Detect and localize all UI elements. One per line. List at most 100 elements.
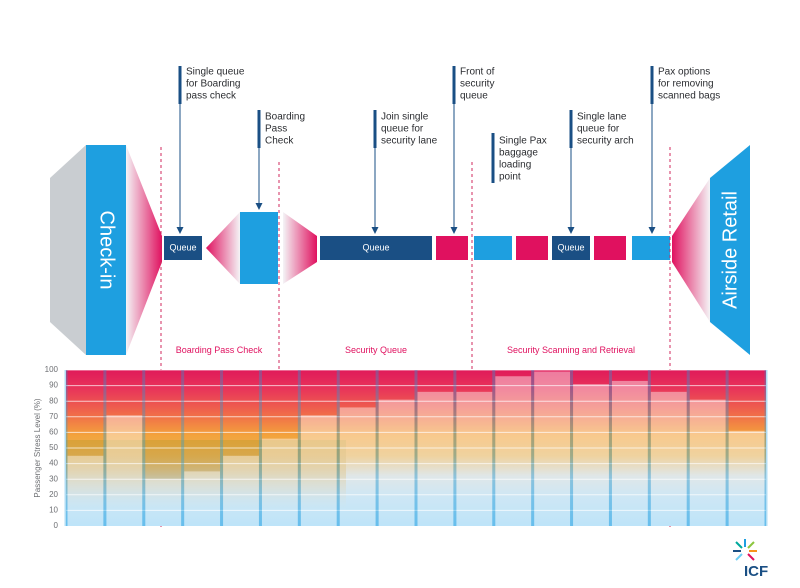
stress-bar xyxy=(456,391,493,526)
stress-bar xyxy=(495,376,532,526)
y-tick-label: 30 xyxy=(49,474,58,483)
arrow-down-icon xyxy=(648,227,656,234)
y-tick-label: 40 xyxy=(49,459,58,468)
queue-box-security-label: Queue xyxy=(362,242,389,252)
annotation-text-line: Boarding xyxy=(265,112,305,123)
bar-separator xyxy=(64,370,68,526)
bar-separator xyxy=(414,370,418,526)
stress-bar xyxy=(417,391,454,526)
checkin-grey-funnel xyxy=(50,145,86,355)
annotation-text-line: baggage xyxy=(499,148,538,159)
y-tick-label: 20 xyxy=(49,490,58,499)
queue-box-arch xyxy=(552,236,590,260)
bar-separator xyxy=(220,370,224,526)
y-tick-label: 0 xyxy=(54,521,59,530)
annotation-text-line: scanned bags xyxy=(658,91,720,102)
zone-label-boarding: Boarding Pass Check xyxy=(176,345,263,355)
stress-bar xyxy=(573,384,609,526)
annotation-text-line: security arch xyxy=(577,136,634,147)
checkin-right-funnel xyxy=(126,145,162,355)
annotation-text-line: Single Pax xyxy=(499,136,547,147)
queue-box-security xyxy=(320,236,432,260)
checkin-bar xyxy=(86,145,126,355)
arrow-down-icon xyxy=(567,227,575,234)
annotation-text-line: Pax options xyxy=(658,67,710,78)
annotation-text-line: queue xyxy=(460,91,488,102)
stress-bar xyxy=(261,438,298,526)
stress-bar xyxy=(339,407,376,526)
stress-bar xyxy=(534,371,571,526)
chart-ylabel: Passenger Stress Level (%) xyxy=(33,398,42,497)
annotation-text-line: point xyxy=(499,172,521,183)
annotation-text-line: pass check xyxy=(186,91,237,102)
y-tick-label: 70 xyxy=(49,412,58,421)
bar-separator xyxy=(531,370,535,526)
annotation-text-line: loading xyxy=(499,160,531,171)
zone-dividers xyxy=(160,147,671,527)
annotation-marker xyxy=(569,110,573,148)
retail-label: Airside Retail xyxy=(719,191,741,309)
bag-removal-box xyxy=(632,236,670,260)
bar-separator xyxy=(647,370,651,526)
stress-bar xyxy=(67,455,104,526)
bar-separator xyxy=(375,370,379,526)
annotation-text-line: Front of xyxy=(460,67,495,78)
arrow-down-icon xyxy=(176,227,184,234)
boarding-pass-check-bar xyxy=(240,212,278,284)
annotation-text-line: queue for xyxy=(577,124,620,135)
chart-dark-band xyxy=(66,440,346,510)
icf-logo-text: ICF xyxy=(744,563,768,580)
bar-separator xyxy=(453,370,457,526)
annotation-text-line: Join single xyxy=(381,112,429,123)
annotation-text-line: Single queue xyxy=(186,67,245,78)
bar-separator xyxy=(570,370,574,526)
queue-box-boarding xyxy=(164,236,202,260)
stress-bar xyxy=(184,471,221,526)
queue-box-arch-label: Queue xyxy=(557,242,584,252)
baggage-loading-box xyxy=(474,236,512,260)
bar-separator xyxy=(492,370,496,526)
annotation-text-line: for Boarding xyxy=(186,79,240,90)
annotation-text-line: queue for xyxy=(381,124,424,135)
y-tick-label: 90 xyxy=(49,381,58,390)
arrow-down-icon xyxy=(371,227,379,234)
bar-separator xyxy=(258,370,262,526)
y-tick-label: 100 xyxy=(45,365,59,374)
bar-separator xyxy=(764,370,768,526)
annotation-text-line: for removing xyxy=(658,79,714,90)
boarding-right-funnel xyxy=(283,212,317,284)
y-tick-label: 50 xyxy=(49,443,58,452)
icf-burst-icon xyxy=(733,539,757,561)
stress-bar xyxy=(689,399,726,526)
zone-label-scanning: Security Scanning and Retrieval xyxy=(507,345,635,355)
stress-bar xyxy=(106,415,143,526)
annotation-marker xyxy=(373,110,377,148)
annotation-text-line: Single lane xyxy=(577,112,627,123)
stress-bar xyxy=(223,455,259,526)
arrow-down-icon xyxy=(255,203,263,210)
annotation-text-line: security xyxy=(460,79,494,90)
bar-separator xyxy=(686,370,690,526)
annotation-marker xyxy=(257,110,261,148)
annotation-marker xyxy=(452,66,456,104)
y-tick-label: 10 xyxy=(49,506,58,515)
stress-bar xyxy=(650,391,687,526)
bar-separator xyxy=(181,370,185,526)
icf-logo: ICF xyxy=(733,539,768,580)
magenta-box-2 xyxy=(516,236,548,260)
retail-left-funnel xyxy=(672,178,710,322)
bar-separator xyxy=(608,370,612,526)
bar-separator xyxy=(725,370,729,526)
front-queue-box xyxy=(436,236,468,260)
bar-separator xyxy=(142,370,146,526)
checkin-label: Check-in xyxy=(96,211,118,290)
stress-bar xyxy=(378,399,415,526)
